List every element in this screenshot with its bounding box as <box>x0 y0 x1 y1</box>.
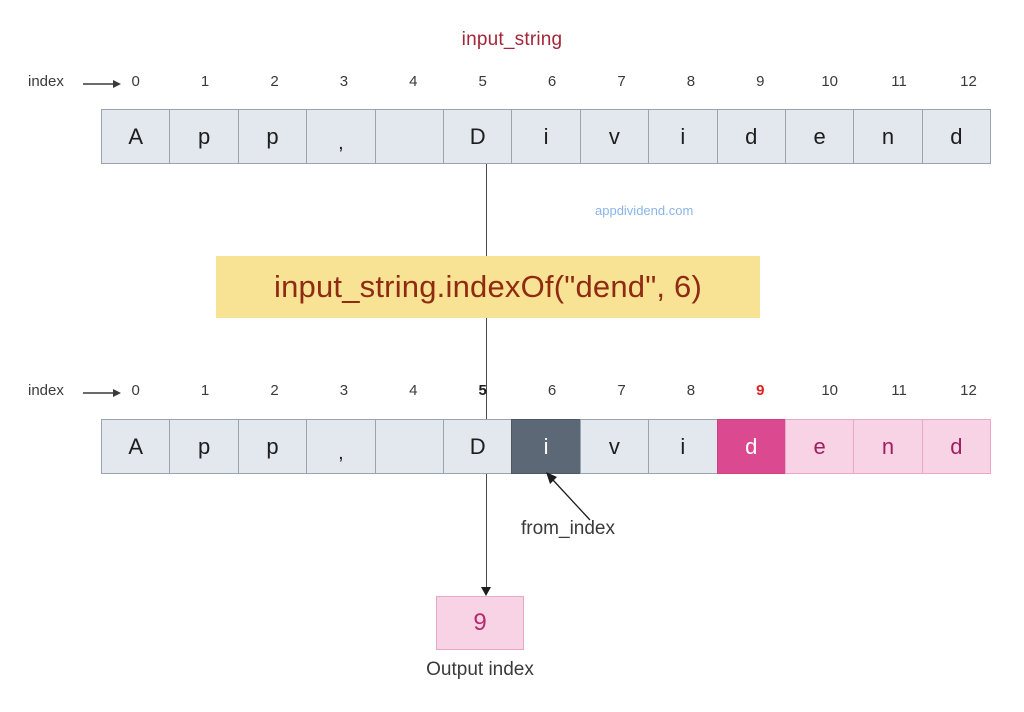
index-tick-7: 7 <box>617 73 626 90</box>
index-tick-4: 4 <box>409 73 418 90</box>
char-cell-0: A <box>101 419 171 474</box>
char-cell-1: p <box>169 109 239 164</box>
index-ruler-label-bottom: index <box>28 382 64 399</box>
index-tick-2: 2 <box>270 382 279 399</box>
char-cell-12: d <box>921 109 992 164</box>
index-tick-2: 2 <box>270 73 279 90</box>
char-cell-1: p <box>169 419 239 474</box>
char-cell-11: n <box>853 109 923 164</box>
char-cell-9: d <box>716 109 786 164</box>
index-tick-10: 10 <box>821 382 839 399</box>
right-arrow-icon <box>83 80 121 88</box>
index-tick-8: 8 <box>686 382 696 399</box>
index-tick-1: 1 <box>200 382 210 399</box>
index-ruler-label: index <box>28 73 64 90</box>
index-tick-3: 3 <box>339 382 349 399</box>
char-cell-11: n <box>853 419 923 474</box>
index-tick-12: 12 <box>960 382 977 399</box>
connector-line-middle <box>486 318 487 422</box>
index-tick-1: 1 <box>200 73 210 90</box>
from-index-pointer-arrow <box>546 472 591 521</box>
index-tick-0: 0 <box>131 382 140 399</box>
char-cell-9: d <box>716 419 786 474</box>
index-tick-3: 3 <box>339 73 349 90</box>
index-tick-12: 12 <box>960 73 977 90</box>
char-cell-10: e <box>784 419 855 474</box>
watermark: appdividend.com <box>595 203 694 218</box>
char-cell-8: i <box>648 109 718 164</box>
index-tick-7: 7 <box>617 382 626 399</box>
from-index-label: from_index <box>521 518 615 539</box>
index-tick-6: 6 <box>547 73 557 90</box>
index-tick-5: 5 <box>478 73 487 90</box>
char-cell-2: p <box>237 419 308 474</box>
char-cell-3: , <box>306 109 376 164</box>
index-tick-0: 0 <box>131 73 140 90</box>
index-tick-5: 5 <box>478 382 487 399</box>
index-tick-8: 8 <box>686 73 696 90</box>
char-cell-2: p <box>237 109 308 164</box>
output-index-box: 9 <box>436 596 524 650</box>
index-tick-11: 11 <box>891 73 907 90</box>
index-tick-10: 10 <box>821 73 839 90</box>
output-index-caption: Output index <box>426 659 534 680</box>
index-tick-9: 9 <box>756 73 765 90</box>
output-arrowhead-icon <box>481 587 491 596</box>
char-cell-7: v <box>579 419 650 474</box>
index-tick-4: 4 <box>409 382 418 399</box>
connector-line-output <box>486 474 487 588</box>
char-cell-0: A <box>101 109 171 164</box>
right-arrow-icon <box>83 389 121 397</box>
char-cell-6: i <box>511 109 581 164</box>
char-cell-12: d <box>921 419 992 474</box>
page-title: input_string <box>461 29 563 50</box>
char-cell-3: , <box>306 419 376 474</box>
char-cell-5: D <box>442 109 513 164</box>
expression-callout: input_string.indexOf("dend", 6) <box>216 256 760 318</box>
index-tick-11: 11 <box>891 382 907 399</box>
char-cell-8: i <box>648 419 718 474</box>
char-cell-4 <box>374 419 444 474</box>
char-cell-6: i <box>511 419 581 474</box>
char-cell-7: v <box>579 109 650 164</box>
char-cell-5: D <box>442 419 513 474</box>
char-cell-10: e <box>784 109 855 164</box>
index-tick-9: 9 <box>756 382 765 399</box>
connector-line-top <box>486 164 487 256</box>
index-tick-6: 6 <box>547 382 557 399</box>
char-cell-4 <box>374 109 444 164</box>
